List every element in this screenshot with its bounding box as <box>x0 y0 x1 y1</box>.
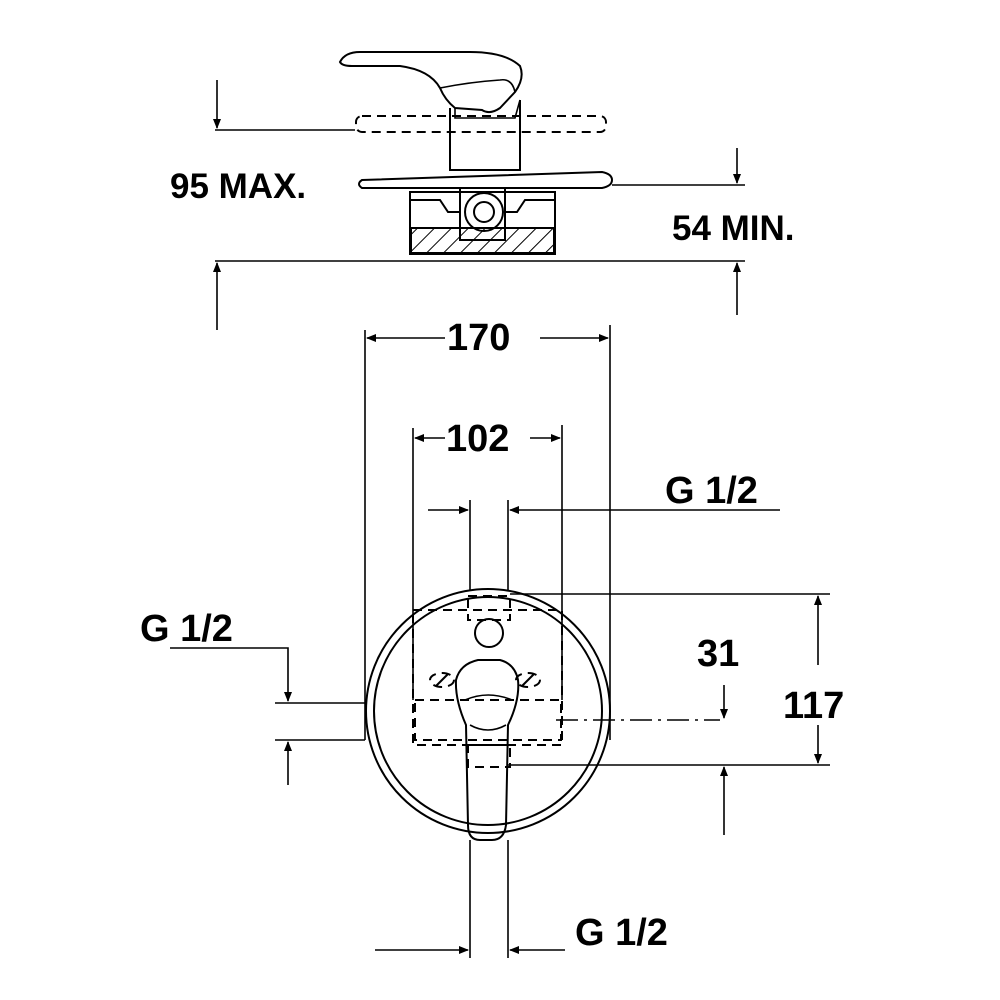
dim-label-102: 102 <box>446 418 509 460</box>
front-view: 170 102 G 1/2 <box>140 317 844 958</box>
body-core <box>459 188 506 241</box>
lever-front-ridge <box>464 694 513 701</box>
body-detail-left <box>410 199 460 213</box>
lever-front-edge <box>469 724 507 731</box>
outlet-hole <box>474 618 504 648</box>
body-detail-right <box>505 199 555 213</box>
lever-handle-side <box>338 51 523 114</box>
cartridge-dashed <box>414 699 562 741</box>
screw-left-icon <box>429 672 455 688</box>
lever-handle-front <box>454 659 520 841</box>
dim-label-117: 117 <box>783 685 844 727</box>
outlet-ring-inner <box>473 201 495 223</box>
top-outlet-dashed <box>467 595 511 621</box>
dim-label-54-min: 54 MIN. <box>672 209 795 248</box>
lever-alt-position <box>355 115 607 133</box>
lever-collar <box>454 99 521 119</box>
dim-label-95-max: 95 MAX. <box>170 167 306 206</box>
concealed-box <box>412 609 563 746</box>
dim-label-thread-left: G 1/2 <box>140 608 233 650</box>
outlet-ring-outer <box>464 192 504 232</box>
lever-edge <box>439 78 516 93</box>
dim-label-31: 31 <box>697 633 739 675</box>
spindle-body <box>449 100 521 171</box>
wall-plate-outer <box>365 588 611 834</box>
wall-plate-side <box>358 170 614 189</box>
dim-label-thread-top: G 1/2 <box>665 470 758 512</box>
side-view: 95 MAX. 54 MIN. <box>170 51 795 330</box>
dim-label-170: 170 <box>447 317 510 359</box>
screw-right-icon <box>515 672 541 688</box>
dim-arrow-thread-left-top <box>170 647 292 702</box>
wall-plate-inner <box>373 596 603 826</box>
dim-label-thread-bottom: G 1/2 <box>575 912 668 954</box>
bottom-outlet-dashed <box>467 744 511 768</box>
